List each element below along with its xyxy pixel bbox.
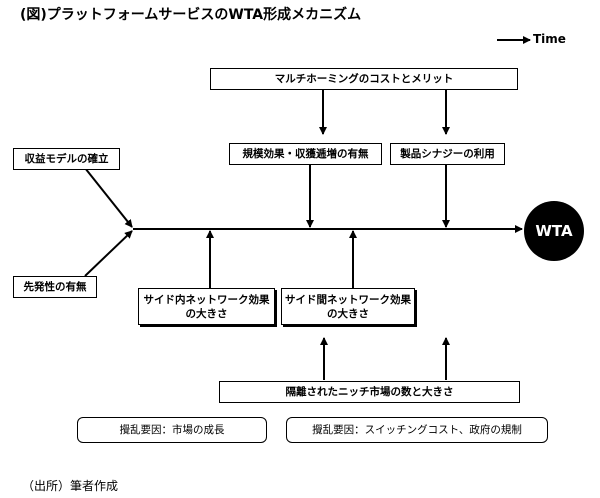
disruption-switching-label: 攪乱要因：スイッチングコスト、政府の規制 [312,424,522,436]
wta-circle: WTA [524,201,584,261]
multihoming-label: マルチホーミングのコストとメリット [274,73,454,85]
niche-markets-label: 隔離されたニッチ市場の数と大きさ [285,386,454,398]
time-label: Time [533,32,566,46]
revenue-model-box: 収益モデルの確立 [13,148,120,170]
product-synergy-box: 製品シナジーの利用 [390,143,505,165]
niche-markets-box: 隔離されたニッチ市場の数と大きさ [219,381,520,403]
cross-network-label: サイド間ネットワーク効果 の大きさ [285,293,411,320]
scale-effects-label: 規模効果・収獲逓増の有無 [242,148,369,160]
intra-network-box: サイド内ネットワーク効果 の大きさ [138,288,275,325]
multihoming-box: マルチホーミングのコストとメリット [210,68,518,90]
revenue-model-branch [84,167,133,228]
product-synergy-label: 製品シナジーの利用 [400,148,495,160]
source-note: （出所）筆者作成 [22,479,119,493]
first-mover-box: 先発性の有無 [13,276,97,298]
revenue-model-label: 収益モデルの確立 [24,153,109,165]
scale-effects-box: 規模効果・収獲逓増の有無 [229,143,382,165]
cross-network-box: サイド間ネットワーク効果 の大きさ [281,288,415,325]
disruption-growth-label: 攪乱要因：市場の成長 [119,424,225,436]
intra-network-label: サイド内ネットワーク効果 の大きさ [143,293,270,320]
disruption-switching-box: 攪乱要因：スイッチングコスト、政府の規制 [286,417,548,443]
first-mover-branch [84,230,133,277]
disruption-growth-box: 攪乱要因：市場の成長 [77,417,267,443]
first-mover-label: 先発性の有無 [23,281,87,293]
diagram-title: (図)プラットフォームサービスのWTA形成メカニズム [20,7,362,23]
